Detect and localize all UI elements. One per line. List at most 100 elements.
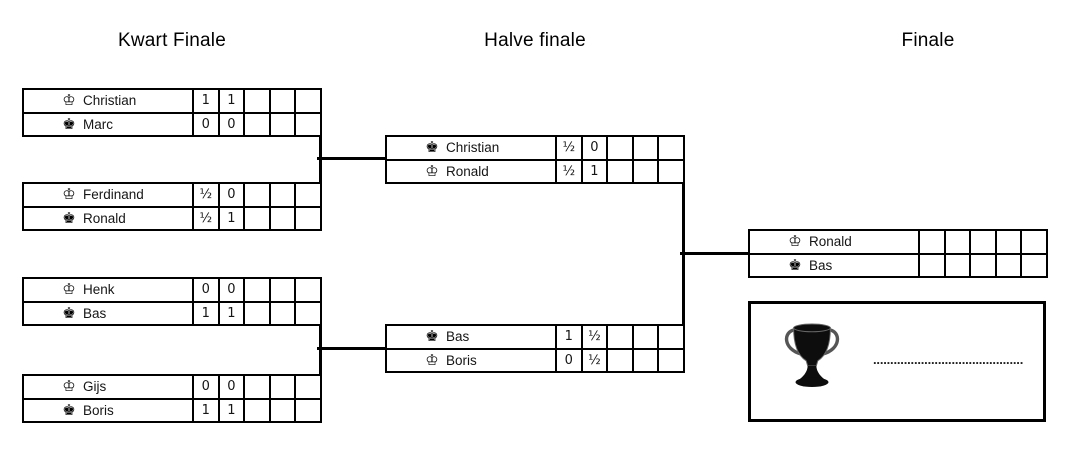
score-cell <box>243 90 269 112</box>
score-cell <box>943 231 970 253</box>
score-cell <box>268 302 295 324</box>
score-cell: ½ <box>555 160 581 182</box>
score-cell: 1 <box>555 326 581 348</box>
score-cell: ½ <box>580 326 607 348</box>
black-king-icon: ♚ <box>425 138 439 157</box>
score-cell <box>606 137 632 159</box>
white-king-icon: ♔ <box>425 161 439 180</box>
score-cell <box>657 326 683 348</box>
player-cell: ♔ Ferdinand <box>24 184 192 206</box>
player-cell: ♔ Henk <box>24 279 192 301</box>
score-cell <box>631 137 658 159</box>
score-cell <box>268 207 295 229</box>
score-cell: 1 <box>192 399 218 421</box>
score-cell <box>294 113 320 135</box>
score-cell <box>606 349 632 371</box>
score-cell <box>268 90 295 112</box>
connector-line <box>317 347 385 350</box>
match-final: ♔ Ronald ♚ Bas <box>748 229 1048 278</box>
match-semifinal-1: ♚ Christian ½ 0 ♔ Ronald ½ 1 <box>385 135 685 184</box>
score-cell: 0 <box>217 279 244 301</box>
match-quarterfinal-2: ♔ Ferdinand ½ 0 ♚ Ronald ½ 1 <box>22 182 322 231</box>
score-cell: 0 <box>217 376 244 398</box>
score-cell <box>243 113 269 135</box>
score-cell: 1 <box>217 207 244 229</box>
score-cell: 1 <box>217 399 244 421</box>
player-row: ♚ Bas 1 1 <box>24 300 320 324</box>
player-name: Bas <box>809 257 833 273</box>
score-cell <box>294 184 320 206</box>
connector-line <box>317 157 385 160</box>
winner-box: ........................................… <box>748 301 1046 422</box>
white-king-icon: ♔ <box>62 91 76 110</box>
score-cell <box>268 113 295 135</box>
match-quarterfinal-1: ♔ Christian 1 1 ♚ Marc 0 0 <box>22 88 322 137</box>
score-cell <box>268 184 295 206</box>
player-cell: ♔ Christian <box>24 90 192 112</box>
score-cell <box>994 231 1021 253</box>
player-name: Christian <box>83 93 137 109</box>
player-name: Ronald <box>446 163 489 179</box>
score-cell: 0 <box>192 376 218 398</box>
player-name: Bas <box>83 305 107 321</box>
score-cell <box>243 279 269 301</box>
score-cell: 0 <box>192 279 218 301</box>
player-cell: ♚ Christian <box>387 137 555 159</box>
score-cell <box>969 231 995 253</box>
score-cell <box>606 160 632 182</box>
player-name: Marc <box>83 116 113 132</box>
score-cell <box>631 160 658 182</box>
score-cell <box>243 376 269 398</box>
header-quarterfinals: Kwart Finale <box>118 30 226 51</box>
score-cell <box>657 137 683 159</box>
score-cell: 1 <box>580 160 607 182</box>
score-cell: 0 <box>580 137 607 159</box>
player-cell: ♔ Boris <box>387 350 555 372</box>
score-cell <box>268 279 295 301</box>
score-cell <box>294 279 320 301</box>
black-king-icon: ♚ <box>62 303 76 322</box>
score-cell <box>294 399 320 421</box>
player-name: Boris <box>83 402 114 418</box>
connector-line <box>319 324 322 376</box>
score-cell <box>1020 231 1046 253</box>
header-final: Finale <box>901 30 955 51</box>
player-row: ♚ Boris 1 1 <box>24 397 320 422</box>
player-cell: ♔ Ronald <box>750 231 918 253</box>
score-cell: 1 <box>192 302 218 324</box>
winner-dotted-line: ........................................… <box>873 352 1023 367</box>
score-cell <box>969 254 995 276</box>
score-cell <box>268 399 295 421</box>
score-cell: ½ <box>580 349 607 371</box>
player-cell: ♚ Marc <box>24 114 192 136</box>
white-king-icon: ♔ <box>788 232 802 251</box>
player-row: ♚ Christian ½ 0 <box>387 137 683 159</box>
match-quarterfinal-3: ♔ Henk 0 0 ♚ Bas 1 1 <box>22 277 322 326</box>
player-name: Ronald <box>83 210 126 226</box>
score-cell: 1 <box>192 90 218 112</box>
player-row: ♚ Marc 0 0 <box>24 111 320 136</box>
black-king-icon: ♚ <box>62 208 76 227</box>
score-cell <box>294 376 320 398</box>
player-row: ♔ Henk 0 0 <box>24 279 320 301</box>
player-cell: ♔ Gijs <box>24 376 192 398</box>
score-cell <box>243 184 269 206</box>
player-cell: ♚ Boris <box>24 400 192 422</box>
score-cell: ½ <box>555 137 581 159</box>
score-cell: ½ <box>192 184 218 206</box>
score-cell <box>918 231 944 253</box>
match-quarterfinal-4: ♔ Gijs 0 0 ♚ Boris 1 1 <box>22 374 322 423</box>
score-cell <box>294 90 320 112</box>
player-row: ♚ Bas <box>750 252 1046 277</box>
score-cell <box>243 302 269 324</box>
score-cell: 0 <box>217 184 244 206</box>
score-cell <box>657 349 683 371</box>
player-name: Ronald <box>809 234 852 250</box>
player-row: ♔ Christian 1 1 <box>24 90 320 112</box>
player-row: ♔ Ronald <box>750 231 1046 253</box>
player-name: Bas <box>446 329 470 345</box>
white-king-icon: ♔ <box>425 350 439 369</box>
player-cell: ♚ Bas <box>750 255 918 277</box>
player-row: ♚ Bas 1 ½ <box>387 326 683 348</box>
